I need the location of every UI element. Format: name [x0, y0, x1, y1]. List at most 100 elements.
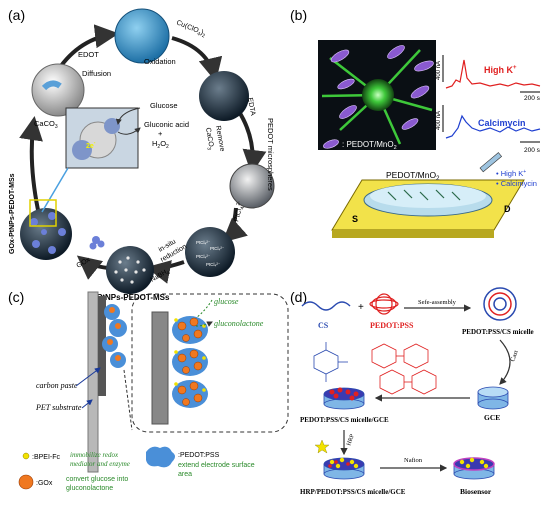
- hrp-gce-micelles: [328, 460, 350, 468]
- ptcl-ions: PtCl₄²⁻PtCl₄²⁻ PtCl₄²⁻PtCl₄²⁻: [196, 240, 225, 267]
- biosensor-stars: [459, 457, 489, 469]
- trace2-line: [445, 114, 541, 139]
- cast-label: Cast: [509, 349, 520, 362]
- dish-cells: [387, 189, 461, 201]
- bpei-legend-desc-2: mediator and enzyme: [70, 460, 130, 468]
- gox-ptnps-label: GOx-PtNPs-PEDOT-MSs: [9, 173, 16, 254]
- ptcl-loaded-sphere: [185, 227, 235, 277]
- hrp-step-label: HRP: [346, 433, 356, 447]
- pt-nanoparticles: [114, 256, 146, 284]
- gce-label: GCE: [484, 413, 500, 422]
- bpei-legend-desc-1: immobilize redox: [70, 451, 119, 459]
- electrode-coating: [102, 304, 127, 368]
- micelle-gce-micelles: [329, 387, 359, 401]
- hrp-gce-label: HRP/PEDOT:PSS/CS micelle/GCE: [300, 488, 406, 496]
- gox-free-enzyme: [89, 236, 105, 250]
- trace-high-k: 400 nA High K+ 200 s: [436, 55, 541, 102]
- pedot-structure: [371, 343, 437, 395]
- glucose-arrow: [115, 107, 141, 125]
- self-assembly-label: Sefe-assembly: [418, 299, 457, 306]
- pedot-legend-desc-1: extend electrode surface: [178, 462, 255, 469]
- micelle-gce-bottom: [323, 398, 365, 410]
- gox-enzymes-zoom: [177, 317, 203, 406]
- trace2-time: 200 s: [524, 147, 541, 154]
- neuron-soma: [362, 79, 394, 111]
- pedot-coated-sphere: [199, 71, 249, 121]
- step-edta: EDTA: [246, 97, 256, 116]
- gox-legend-desc-2: gluconolactone: [66, 485, 113, 492]
- trace1-scale-label: 400 nA: [436, 61, 442, 80]
- glucose-text: glucose: [214, 297, 239, 306]
- electron-label: 2e-: [86, 140, 96, 150]
- svg-text:PtCl₄²⁻: PtCl₄²⁻: [206, 262, 221, 267]
- plus-sign-d: +: [358, 302, 364, 313]
- panel-a: (a): [8, 7, 275, 302]
- micelle-gce-label: PEDOT:PSS/CS micelle/GCE: [300, 416, 389, 424]
- h2o2-label: H2O2: [152, 139, 169, 150]
- legend-particle: [323, 139, 339, 149]
- trace1-label: High K+: [484, 65, 517, 75]
- panel-d: (d) CS + PEDOT:PSS Sefe-assembly PEDOT:P…: [290, 287, 534, 496]
- stimulus-calcimycin: • Calcimycin: [496, 179, 537, 188]
- source-label: S: [352, 214, 358, 224]
- ptnps-sphere: [106, 246, 154, 294]
- bpei-legend-key: :BPEI-Fc: [32, 454, 61, 461]
- device-substrate-edge: [332, 230, 494, 238]
- drain-label: D: [504, 204, 511, 214]
- cs-chain: [301, 301, 351, 311]
- caco3-label: CaCO3: [34, 119, 58, 130]
- pet-pointer: [81, 399, 93, 409]
- biosensor-label: Biosensor: [460, 487, 492, 496]
- zoom-electrode: [151, 311, 169, 425]
- dish-medium: [370, 184, 486, 208]
- micelle: [483, 287, 517, 321]
- oxidized-sphere: [114, 8, 170, 64]
- hrp-gce-bottom: [323, 468, 365, 480]
- svg-text:PtCl₄²⁻: PtCl₄²⁻: [210, 246, 225, 251]
- hrp-star-icon: [314, 439, 330, 454]
- gox-legend-desc-1: convert glucose into: [66, 476, 128, 483]
- pedot-legend-key: :PEDOT:PSS: [178, 452, 220, 459]
- trace-calcimycin: 400 nA Calcimycin 200 s: [436, 105, 541, 154]
- caco3-sphere: [31, 63, 85, 117]
- carbon-paste-pointer: [75, 367, 101, 387]
- trace2-scale-label: 400 nA: [436, 111, 442, 130]
- pedot-mno2-particles: [330, 45, 434, 130]
- carbon-paste-label: carbon paste: [36, 381, 78, 390]
- cs-label: CS: [318, 321, 329, 330]
- ptnps-label: PtNPs-PEDOT-MSs: [97, 293, 170, 302]
- panel-b-label: (b): [290, 7, 307, 23]
- gox-legend-key: :GOx: [36, 480, 53, 487]
- pedot-microspheres-label: PEDOT microspheres: [266, 118, 275, 191]
- step-edot: EDOT: [78, 50, 99, 59]
- glucose-path: [195, 299, 213, 319]
- plus-sign: +: [158, 129, 163, 138]
- gox-enzymes: [30, 212, 66, 254]
- dish-label: PEDOT/MnO2: [386, 170, 440, 182]
- stimulus-high-k: • High K+: [496, 169, 526, 178]
- gce-bottom: [477, 398, 509, 410]
- hrp-gce-stars: [329, 457, 359, 469]
- pedot-legend-desc-2: area: [178, 471, 192, 478]
- pedot-label: PEDOT:PSS: [370, 321, 414, 330]
- step-remove: Remove: [214, 125, 225, 152]
- biosensor-top: [453, 457, 495, 471]
- svg-text:PtCl₄²⁻: PtCl₄²⁻: [196, 240, 211, 245]
- inset-pointer: [41, 167, 69, 213]
- step-oxidation: Oxidation: [144, 57, 176, 66]
- pedot-microsphere: [229, 163, 275, 209]
- trace2-label: Calcimycin: [478, 118, 526, 128]
- edot-droplet: [41, 80, 62, 91]
- panel-d-label: (d): [290, 289, 307, 305]
- gluconolactone-text: gluconolactone: [214, 319, 264, 328]
- step-ptcl: PtCl42-: [231, 200, 247, 223]
- pedot-clusters: [172, 316, 208, 408]
- svg-text:PtCl₄²⁻: PtCl₄²⁻: [196, 254, 211, 259]
- gluconic-acid-label: Gluconic acid: [144, 120, 189, 129]
- panel-c-label: (c): [8, 289, 24, 305]
- carbon-paste-strip: [98, 296, 106, 396]
- trace1-line: [445, 59, 541, 89]
- panel-b: (b) : PEDOT/MnO2 400 nA High K+ 200 s: [290, 7, 541, 238]
- zoom-connector-top: [123, 297, 133, 301]
- inset-enzyme: [72, 140, 92, 160]
